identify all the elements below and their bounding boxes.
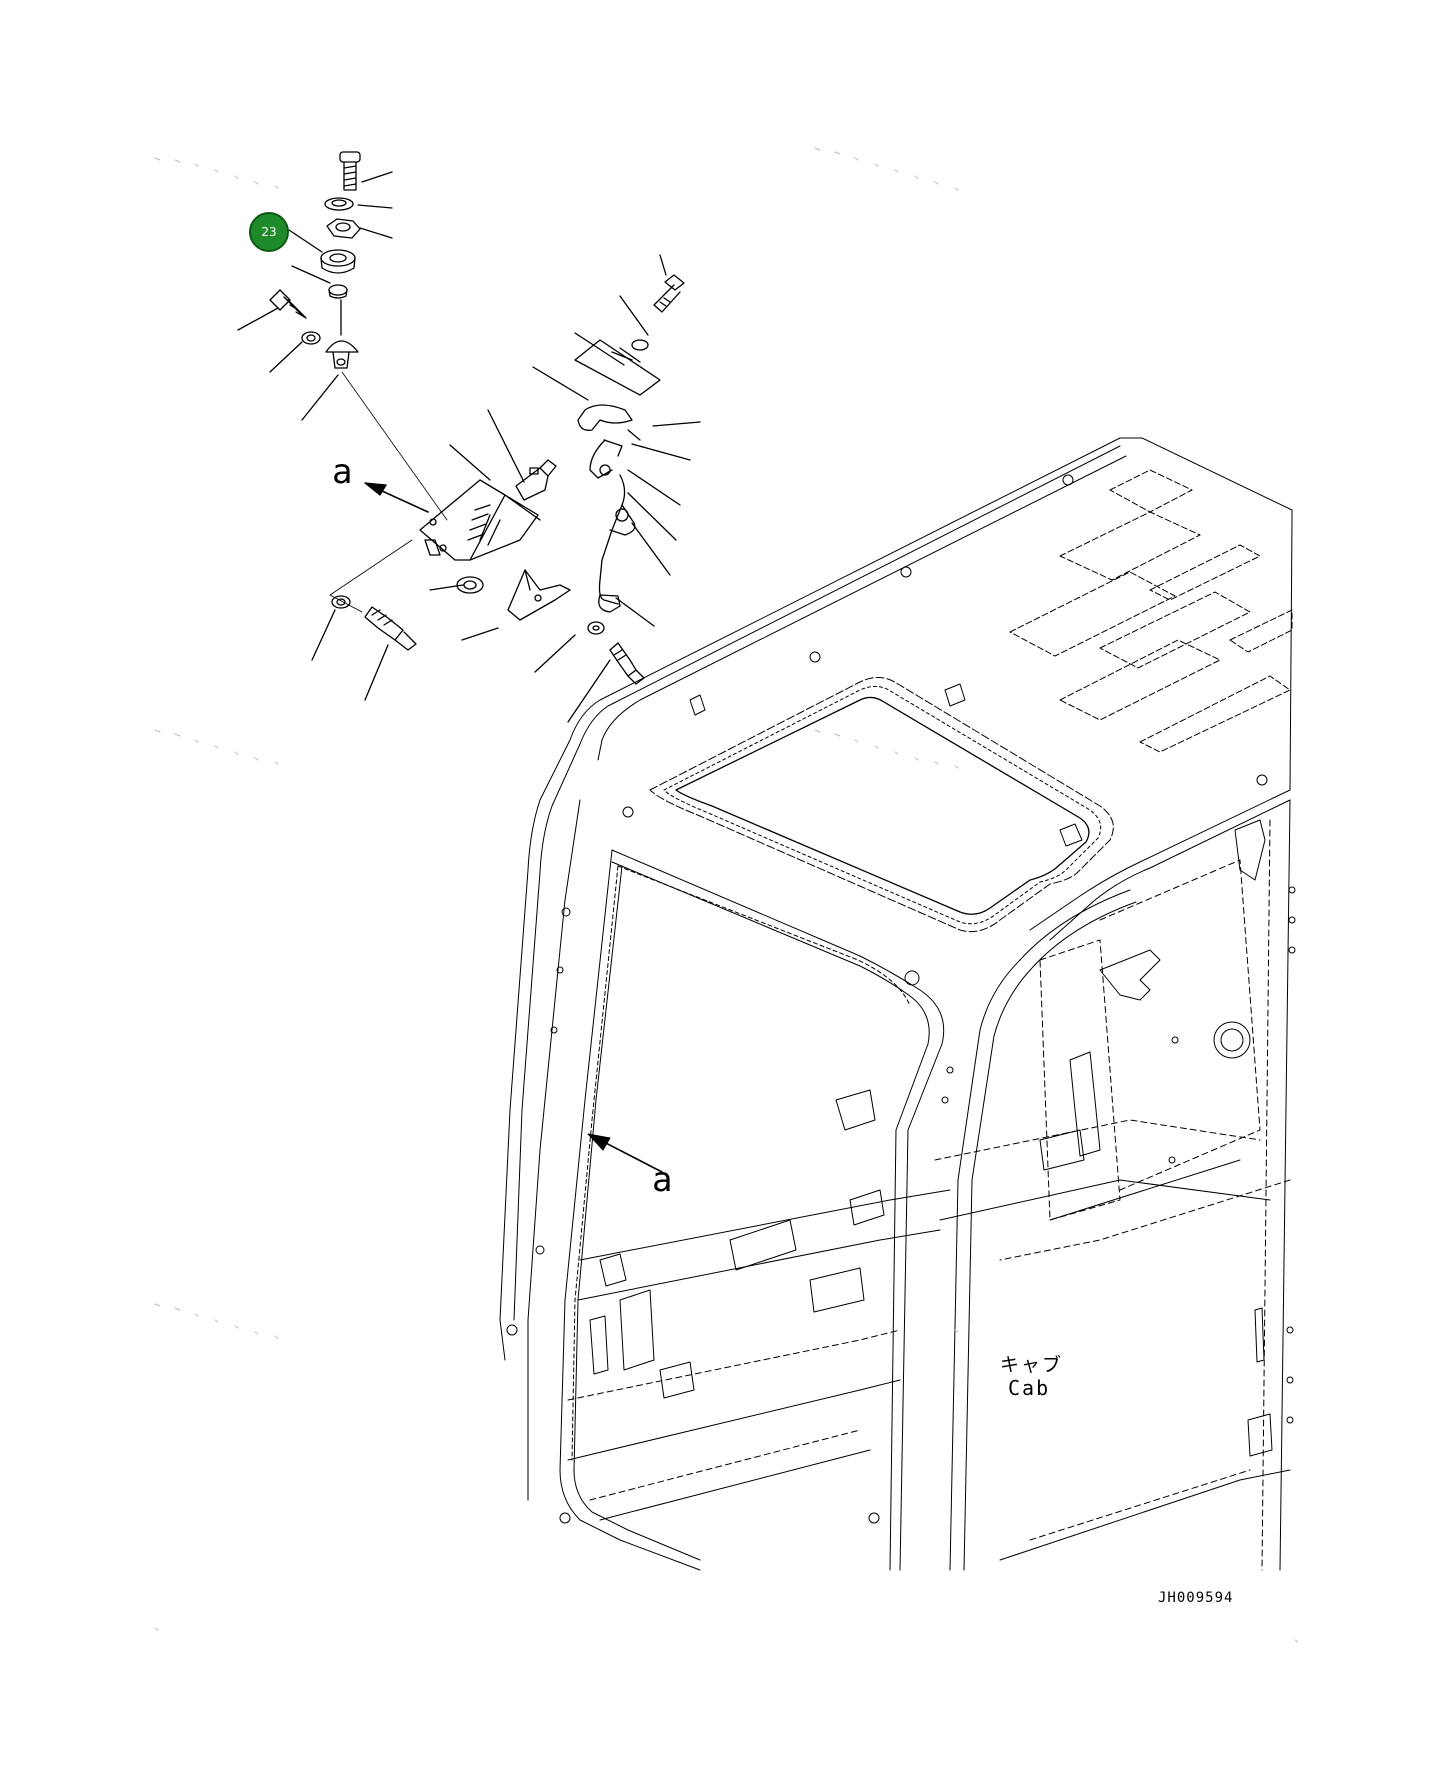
wiring-harness	[574, 339, 661, 613]
view-a-label-cab: a	[652, 1160, 673, 1200]
screw-right	[653, 274, 685, 313]
screw-top	[339, 151, 361, 191]
bolt-bottom-left	[364, 606, 417, 651]
cap	[328, 284, 348, 299]
cab-label-english: Cab	[1008, 1376, 1051, 1400]
drawing-id: JH009594	[1158, 1590, 1234, 1606]
cab-label-japanese: キャブ	[1000, 1354, 1064, 1376]
knob	[325, 340, 359, 369]
view-a-label-top: a	[332, 452, 353, 492]
washer-top	[324, 197, 354, 211]
exploded-hardware-group	[237, 151, 701, 723]
watermark-dots	[154, 147, 1299, 1643]
connector	[515, 459, 557, 501]
mirror-bracket	[419, 479, 541, 561]
grommet	[320, 249, 356, 274]
callout-23[interactable]: 23	[249, 212, 289, 252]
cab-structure	[499, 437, 1296, 1571]
bolt-left	[269, 289, 307, 319]
bolt-bottom-right	[609, 642, 645, 685]
hex-nut	[326, 218, 361, 239]
clip-plate	[507, 569, 571, 621]
